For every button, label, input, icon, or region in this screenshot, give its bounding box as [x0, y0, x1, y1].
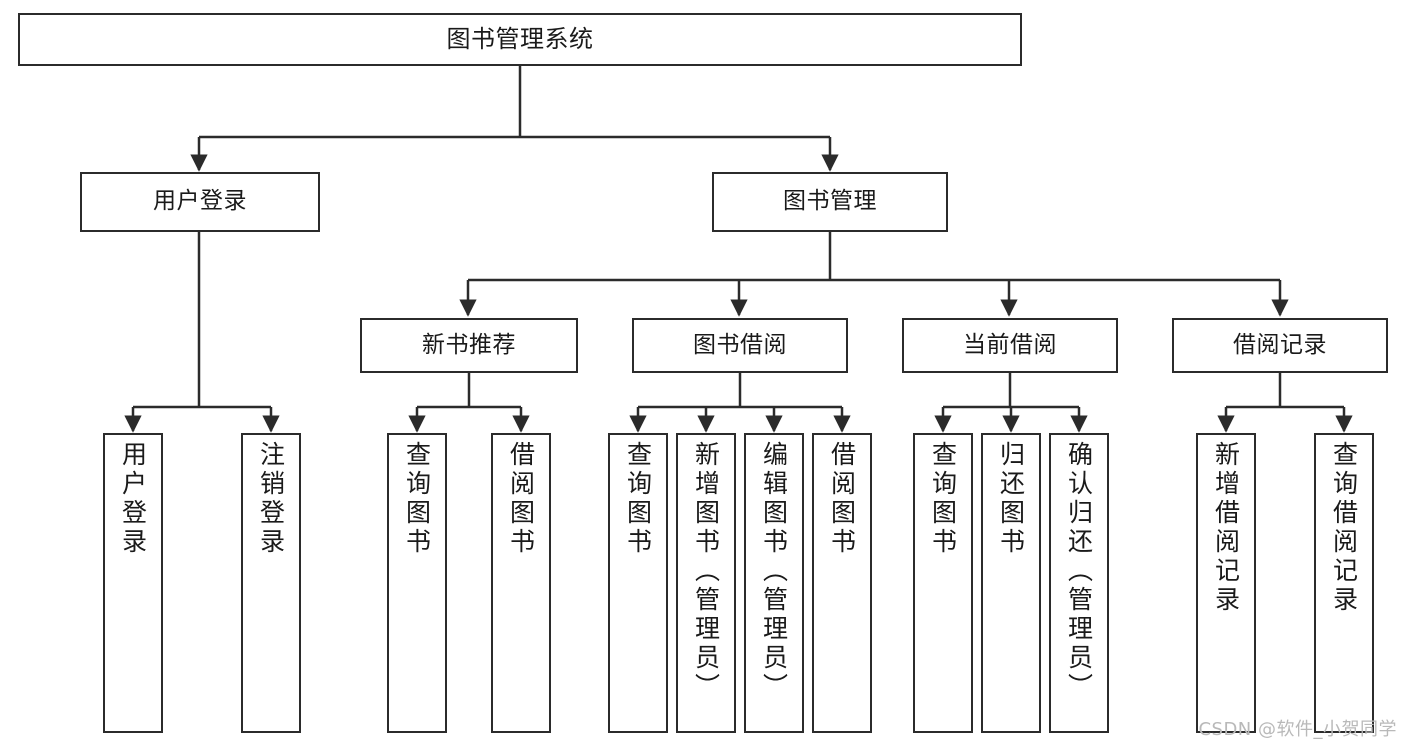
node-label: 查询图书 [623, 441, 653, 557]
node-current-borrow[interactable]: 当前借阅 [902, 318, 1118, 373]
node-leaf-return-book[interactable]: 归还图书 [981, 433, 1041, 733]
node-label: 当前借阅 [963, 331, 1057, 358]
node-label: 新增图书（管理员） [691, 441, 721, 702]
node-label: 查询借阅记录 [1329, 441, 1359, 615]
node-leaf-logout[interactable]: 注销登录 [241, 433, 301, 733]
node-label: 借阅图书 [506, 441, 536, 557]
node-leaf-borrow-book[interactable]: 借阅图书 [812, 433, 872, 733]
node-leaf-edit-book-admin[interactable]: 编辑图书（管理员） [744, 433, 804, 733]
node-leaf-query-book-current[interactable]: 查询图书 [913, 433, 973, 733]
node-root-library-management-system[interactable]: 图书管理系统 [18, 13, 1022, 66]
node-book-management[interactable]: 图书管理 [712, 172, 948, 232]
node-label: 注销登录 [256, 441, 286, 557]
node-leaf-user-login[interactable]: 用户登录 [103, 433, 163, 733]
node-label: 归还图书 [996, 441, 1026, 557]
node-label: 查询图书 [928, 441, 958, 557]
node-label: 用户登录 [153, 188, 247, 215]
node-label: 新书推荐 [422, 331, 516, 358]
node-label: 查询图书 [402, 441, 432, 557]
node-leaf-add-book-admin[interactable]: 新增图书（管理员） [676, 433, 736, 733]
node-label: 图书管理系统 [446, 25, 594, 54]
node-user-login[interactable]: 用户登录 [80, 172, 320, 232]
node-leaf-query-book-recommend[interactable]: 查询图书 [387, 433, 447, 733]
node-leaf-add-borrow-record[interactable]: 新增借阅记录 [1196, 433, 1256, 733]
node-label: 借阅图书 [827, 441, 857, 557]
node-label: 图书管理 [783, 188, 877, 215]
node-leaf-borrow-book-recommend[interactable]: 借阅图书 [491, 433, 551, 733]
node-leaf-query-borrow-record[interactable]: 查询借阅记录 [1314, 433, 1374, 733]
node-book-borrow[interactable]: 图书借阅 [632, 318, 848, 373]
node-leaf-query-book[interactable]: 查询图书 [608, 433, 668, 733]
node-borrow-record[interactable]: 借阅记录 [1172, 318, 1388, 373]
node-label: 借阅记录 [1233, 331, 1327, 358]
node-label: 新增借阅记录 [1211, 441, 1241, 615]
node-label: 图书借阅 [693, 331, 787, 358]
node-new-book-recommend[interactable]: 新书推荐 [360, 318, 578, 373]
node-label: 编辑图书（管理员） [759, 441, 789, 702]
node-label: 确认归还（管理员） [1064, 441, 1094, 702]
node-label: 用户登录 [118, 441, 148, 557]
node-leaf-confirm-return-admin[interactable]: 确认归还（管理员） [1049, 433, 1109, 733]
